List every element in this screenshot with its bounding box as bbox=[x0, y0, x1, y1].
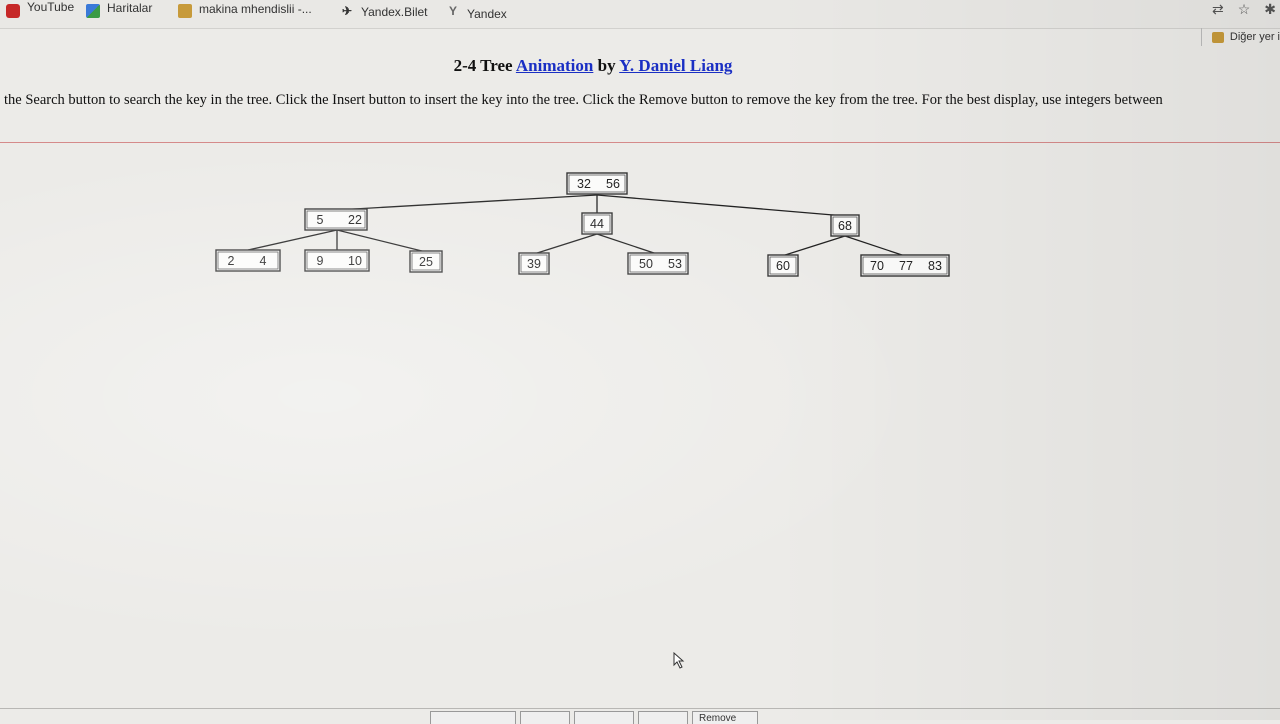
page-title: 2-4 Tree Animation by Y. Daniel Liang bbox=[0, 56, 1186, 76]
node-key: 77 bbox=[899, 259, 913, 273]
node-key: 44 bbox=[590, 217, 604, 231]
tree-edge bbox=[336, 229, 427, 253]
yandex-bilet-icon: ✈ bbox=[341, 4, 353, 18]
bookmark-makina[interactable]: makina mhendislii -... bbox=[178, 0, 312, 22]
node-key: 32 bbox=[577, 177, 591, 191]
insert-button[interactable] bbox=[574, 711, 634, 724]
divider bbox=[0, 142, 1280, 143]
bookmark-label: makina mhendislii -... bbox=[199, 2, 312, 16]
tree-node-25: 25 bbox=[409, 250, 443, 273]
bookmarks-bar: YouTube Haritalar makina mhendislii -...… bbox=[0, 0, 1280, 29]
key-field[interactable] bbox=[430, 711, 516, 724]
instructions-text: the Search button to search the key in t… bbox=[4, 92, 1163, 108]
tree-node-9-10: 9 10 bbox=[304, 249, 370, 272]
tree-node-50-53: 50 53 bbox=[627, 252, 689, 275]
bookmark-haritalar[interactable]: Haritalar bbox=[86, 0, 152, 22]
node-key: 2 bbox=[228, 254, 235, 268]
folder-icon bbox=[178, 4, 192, 18]
search-button[interactable] bbox=[520, 711, 570, 724]
node-key: 56 bbox=[606, 177, 620, 191]
bookmark-label: Yandex.Bilet bbox=[361, 5, 428, 19]
tree-node-2-4: 2 4 bbox=[215, 249, 281, 272]
node-key: 83 bbox=[928, 259, 942, 273]
yandex-icon: Y bbox=[448, 4, 457, 18]
bookmark-other[interactable]: Diğer yer i bbox=[1200, 28, 1280, 46]
author-link[interactable]: Y. Daniel Liang bbox=[619, 56, 733, 75]
tree-node-44: 44 bbox=[581, 212, 613, 235]
bookmark-label: Yandex bbox=[467, 7, 507, 21]
node-key: 10 bbox=[348, 254, 362, 268]
node-key: 5 bbox=[317, 213, 324, 227]
animation-link[interactable]: Animation bbox=[515, 56, 594, 75]
node-key: 9 bbox=[317, 254, 324, 268]
tree-edge bbox=[781, 235, 846, 257]
node-key: 25 bbox=[419, 255, 433, 269]
translate-icon[interactable]: ⇄ bbox=[1211, 0, 1224, 17]
tree-edge bbox=[247, 229, 338, 251]
node-key: 53 bbox=[668, 257, 682, 271]
tree-edge bbox=[596, 194, 846, 217]
tree-edge bbox=[596, 233, 658, 255]
control-buttons: Remove bbox=[430, 711, 758, 724]
toolbar-icons: ⇄ ☆ ✱ bbox=[1212, 0, 1280, 18]
tree-node-70-77-83: 70 77 83 bbox=[860, 254, 950, 277]
bottom-divider bbox=[0, 708, 1280, 709]
node-key: 4 bbox=[260, 254, 267, 268]
mouse-cursor-icon bbox=[673, 652, 685, 669]
node-key: 50 bbox=[639, 257, 653, 271]
bookmark-yandex-bilet[interactable]: ✈ Yandex.Bilet bbox=[340, 0, 428, 22]
tree-node-5-22: 5 22 bbox=[304, 208, 368, 231]
bookmark-youtube[interactable]: YouTube bbox=[6, 0, 74, 22]
node-key: 60 bbox=[776, 259, 790, 273]
tree-node-39: 39 bbox=[518, 252, 550, 275]
node-key: 22 bbox=[348, 213, 362, 227]
node-key: 39 bbox=[527, 257, 541, 271]
star-icon[interactable]: ☆ bbox=[1237, 0, 1251, 17]
title-by: by bbox=[597, 56, 616, 75]
bookmark-label: YouTube bbox=[27, 0, 75, 14]
youtube-icon bbox=[6, 4, 20, 18]
tree-edge bbox=[844, 235, 906, 257]
remove-button[interactable]: Remove bbox=[692, 711, 758, 724]
title-prefix: 2-4 Tree bbox=[453, 56, 513, 75]
extension-icon[interactable]: ✱ bbox=[1264, 0, 1276, 17]
bookmark-yandex[interactable]: Y Yandex bbox=[446, 0, 507, 22]
folder-icon bbox=[1211, 31, 1224, 43]
maps-icon bbox=[86, 4, 100, 18]
node-key: 70 bbox=[870, 259, 884, 273]
control-button[interactable] bbox=[638, 711, 688, 724]
tree-edge bbox=[533, 233, 598, 255]
node-key: 68 bbox=[838, 219, 852, 233]
tree-node-68: 68 bbox=[830, 214, 860, 237]
tree-edge bbox=[336, 194, 598, 211]
tree-node-60: 60 bbox=[767, 254, 799, 277]
bookmark-label: Haritalar bbox=[107, 1, 153, 15]
tree-node-root: 32 56 bbox=[566, 172, 628, 195]
other-bookmarks-label: Diğer yer i bbox=[1229, 31, 1280, 43]
